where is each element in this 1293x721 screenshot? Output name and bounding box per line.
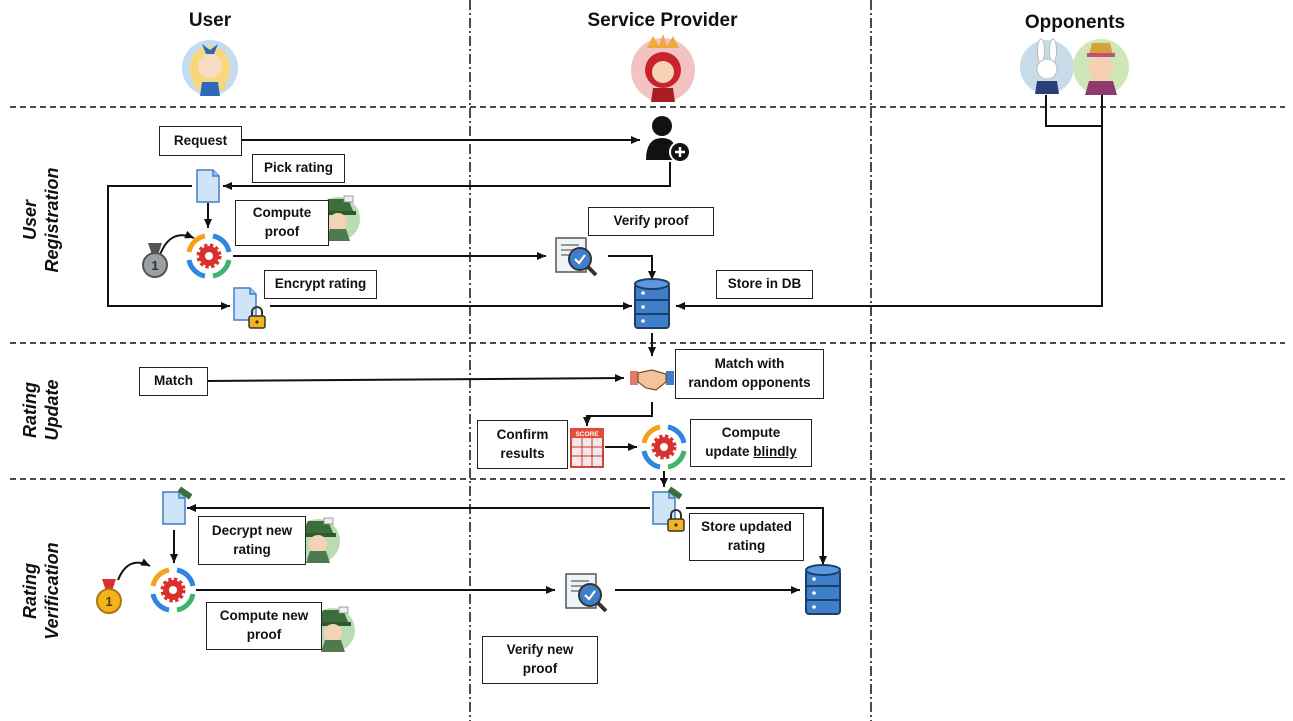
- add-user-icon: [646, 116, 691, 163]
- pick-rating-box: Pick rating: [252, 154, 345, 183]
- compute-update-text: Compute update: [705, 425, 781, 459]
- column-title-opponents: Opponents: [1024, 12, 1126, 33]
- compute-update-emphasis: blindly: [753, 444, 797, 459]
- verify-new-proof-box: Verify new proof: [482, 636, 598, 684]
- gold-medal-icon: 1: [96, 579, 122, 614]
- column-separators: [469, 0, 872, 721]
- verify-proof-box: Verify proof: [588, 207, 714, 236]
- verification-connectors: [117, 504, 827, 594]
- opponent-tweedle-avatar: [1073, 39, 1129, 95]
- compute-proof-box: Compute proof: [235, 200, 329, 246]
- request-box: Request: [159, 126, 242, 156]
- database-verification-icon: [805, 564, 841, 615]
- column-title-service-provider: Service Provider: [587, 10, 738, 31]
- new-rating-document-icon: [162, 486, 193, 525]
- user-avatar: [182, 40, 238, 96]
- registration-connectors: [107, 95, 1103, 310]
- encrypted-document-icon: [233, 287, 266, 329]
- silver-medal-icon: 1: [142, 243, 168, 278]
- service-provider-avatar: [631, 34, 695, 102]
- handshake-icon: [630, 369, 674, 391]
- rating-document-icon: [196, 169, 220, 203]
- svg-text:1: 1: [105, 594, 112, 609]
- opponent-rabbit-avatar: [1020, 38, 1074, 94]
- svg-text:1: 1: [151, 258, 158, 273]
- encrypt-rating-box: Encrypt rating: [264, 270, 377, 299]
- store-in-db-box: Store in DB: [716, 270, 813, 299]
- scoreboard-icon: SCORE: [570, 428, 604, 468]
- compute-update-gear-icon: [642, 425, 686, 469]
- updated-encrypted-document-icon: [652, 486, 685, 532]
- compute-update-box: Compute update blindly: [690, 419, 812, 467]
- compute-new-proof-gear-icon: [151, 568, 195, 612]
- verify-proof-magnifier-icon: [554, 236, 598, 277]
- verify-new-proof-magnifier-icon: [564, 572, 608, 613]
- svg-text:SCORE: SCORE: [575, 431, 599, 438]
- confirm-results-box: Confirm results: [477, 420, 568, 469]
- column-title-user: User: [188, 10, 232, 31]
- compute-proof-gear-icon: [187, 234, 231, 278]
- database-icon: [634, 278, 670, 329]
- match-box: Match: [139, 367, 208, 396]
- lane-separators: [10, 106, 1285, 480]
- update-connectors: [207, 333, 668, 487]
- compute-new-proof-box: Compute new proof: [206, 602, 322, 650]
- match-with-opponents-box: Match with random opponents: [675, 349, 824, 399]
- decrypt-new-rating-box: Decrypt new rating: [198, 516, 306, 565]
- store-updated-rating-box: Store updated rating: [689, 513, 804, 561]
